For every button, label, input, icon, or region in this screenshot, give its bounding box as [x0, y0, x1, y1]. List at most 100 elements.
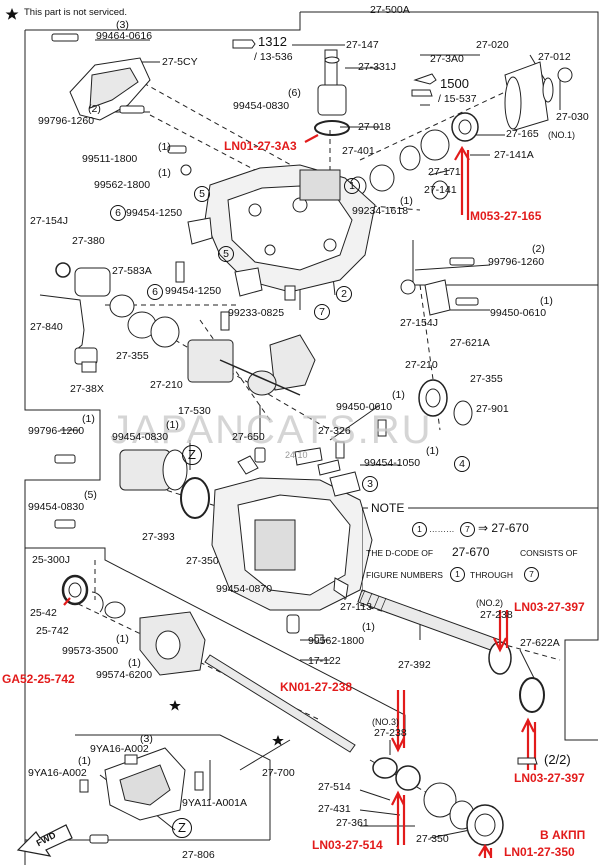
note-frame [362, 507, 598, 592]
label-l39: 27-210 [150, 379, 183, 391]
marker-z2: Z [172, 818, 192, 838]
marker-m6b: 6 [147, 284, 163, 300]
label-l63: 27-350 [186, 555, 219, 567]
marker-m3: 3 [362, 476, 378, 492]
label-l38: 27-355 [116, 350, 149, 362]
label-l10: 27-147 [346, 39, 379, 51]
marker-m7: 7 [314, 304, 330, 320]
label-l67: (1) [116, 633, 129, 645]
label-l8: (6) [288, 87, 301, 99]
label-l11: 27-331J [358, 61, 396, 73]
label-l19: 27-165 [506, 128, 539, 140]
label-l31: 27-154J [30, 215, 68, 227]
label-l40: 27-38X [70, 383, 104, 395]
label-l22: 27-171 [428, 166, 461, 178]
label-l32: 27-380 [72, 235, 105, 247]
label-l62: 27-393 [142, 531, 175, 543]
label-l3: 27-5CY [162, 56, 198, 68]
label-l82: 9YA16-A002 [90, 743, 149, 755]
label-l53: (1) [166, 419, 179, 431]
label-l33: 27-583A [112, 265, 152, 277]
marker-z1: Z [182, 445, 202, 465]
label-l14: 1500 [440, 76, 469, 91]
label-l35: (2) [532, 243, 545, 255]
label-l20: 27-401 [342, 145, 375, 157]
label-l76: (NO.2) [476, 598, 503, 608]
note-line2-b: THROUGH [470, 570, 513, 580]
label-l61: 99454-0830 [28, 501, 85, 513]
label-l45: 27-621A [450, 337, 490, 349]
label-l13: 27-018 [358, 121, 391, 133]
label-l47: 27-355 [470, 373, 503, 385]
red-label-r4: GA52-25-742 [2, 672, 75, 686]
label-l90: 27-350 [416, 833, 449, 845]
label-l25: 99234-1618 [352, 205, 409, 217]
label-l54: 99454-0830 [112, 431, 169, 443]
label-l71: 99454-0870 [216, 583, 273, 595]
red-label-r2: M053-27-165 [470, 209, 542, 223]
label-l23: 27-141 [424, 184, 457, 196]
label-l75: 27-392 [398, 659, 431, 671]
label-l55: 17-530 [178, 405, 211, 417]
label-l56: 27-650 [232, 431, 265, 443]
marker-m2: 2 [336, 286, 352, 302]
note-box: NOTE 1 ……… 7 ⇒ 27-670 THE D-CODE OF 27-6… [362, 500, 598, 592]
note-line2-a: FIGURE NUMBERS [366, 570, 443, 580]
label-l74: 17-122 [308, 655, 341, 667]
red-label-r7: LN03-27-514 [312, 838, 383, 852]
label-l18: 27-030 [556, 111, 589, 123]
label-l2: 99464-0616 [96, 30, 153, 42]
watermark-date: 24.10 [285, 450, 308, 460]
note-dots: ……… [429, 524, 455, 534]
label-l68: 99573-3500 [62, 645, 119, 657]
label-l1: (3) [116, 19, 129, 31]
label-l37: 27-840 [30, 321, 63, 333]
label-l57: 27-326 [318, 425, 351, 437]
label-l78: 27-622A [520, 637, 560, 649]
label-l43: (1) [540, 295, 553, 307]
label-l52: 99796-1260 [28, 425, 85, 437]
label-l24: (1) [400, 195, 413, 207]
label-l84: 9YA16-A002 [28, 767, 87, 779]
label-l6: 1312 [258, 34, 287, 49]
label-l65: 25-42 [30, 607, 57, 619]
label-l4: (2) [88, 103, 101, 115]
label-l72: 27-113 [340, 601, 372, 613]
label-l21: 27-141A [494, 149, 534, 161]
label-l59: 99454-1050 [364, 457, 421, 469]
note-from-marker: 1 [412, 522, 427, 537]
note-arrow-part: ⇒ 27-670 [478, 521, 529, 535]
label-l85: 9YA11-A001A [182, 797, 247, 809]
label-l34: 99454-1250 [165, 285, 222, 297]
label-l80: 27-238 [374, 727, 407, 739]
label-l7: / 13-536 [254, 51, 293, 63]
marker-m5b: 5 [218, 246, 234, 262]
note-title: NOTE [371, 501, 405, 515]
note-line1-a: THE D-CODE OF [366, 548, 434, 558]
label-l19b: (NO.1) [548, 130, 575, 140]
red-label-r3: LN03-27-397 [514, 600, 585, 614]
label-l15: / 15-537 [438, 93, 477, 105]
label-l48: 27-901 [476, 403, 509, 415]
note-line1-b: CONSISTS OF [520, 548, 578, 558]
label-l81: (3) [140, 733, 153, 745]
label-l12: 27-3A0 [430, 53, 464, 65]
label-l89: 27-361 [336, 817, 369, 829]
label-l64: 25-300J [32, 554, 70, 566]
red-label-r5: KN01-27-238 [280, 680, 353, 694]
label-l9: 99454-0830 [233, 100, 290, 112]
label-l5: 99796-1260 [38, 115, 95, 127]
label-l46: 27-210 [405, 359, 438, 371]
label-l51: (1) [82, 413, 95, 425]
label-l36: 99796-1260 [488, 256, 545, 268]
marker-m5: 5 [194, 186, 210, 202]
label-l27: 99511-1800 [82, 153, 138, 165]
label-l41: 99233-0825 [228, 307, 285, 319]
note-line1-part: 27-670 [452, 545, 490, 559]
label-l66: 25-742 [36, 625, 69, 637]
marker-m4: 4 [454, 456, 470, 472]
watermark: JAPANCATS.RU [110, 408, 433, 452]
marker-m6: 6 [110, 205, 126, 221]
